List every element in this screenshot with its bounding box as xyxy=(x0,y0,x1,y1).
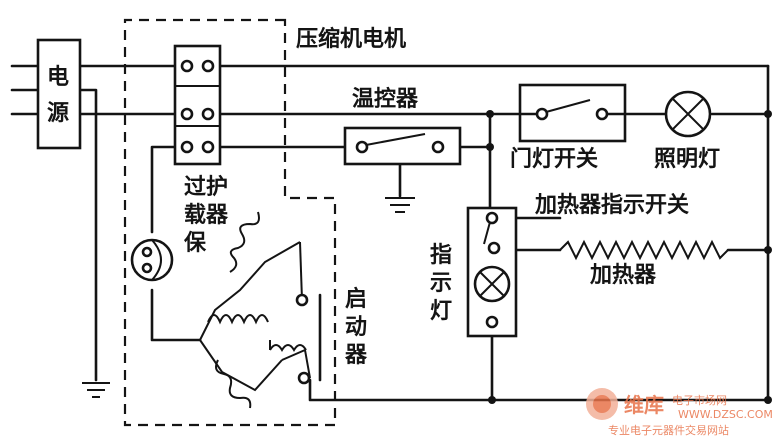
watermark-brand: 维库 xyxy=(624,393,664,417)
watermark-logo-inner xyxy=(593,395,611,413)
compressor-enclosure xyxy=(123,18,337,427)
junction-3 xyxy=(764,110,772,118)
thermostat-label: 温控器 xyxy=(352,86,419,112)
indicator-lamp-cross xyxy=(479,271,505,297)
motor-wire-b xyxy=(299,241,303,301)
starter-label-2: 动 xyxy=(345,315,367,340)
compressor-motor-label: 压缩机电机 xyxy=(296,26,406,52)
protector-dot-1 xyxy=(141,246,153,258)
indicator-label-3: 灯 xyxy=(430,299,452,324)
motor-wire-a xyxy=(199,241,301,341)
starter-label-3: 器 xyxy=(344,343,368,368)
starter-contact-top xyxy=(295,293,309,307)
indicator-switch-blade xyxy=(483,221,491,245)
protector-lead xyxy=(150,145,177,234)
junction-1 xyxy=(486,110,494,118)
lighting-lamp-label: 照明灯 xyxy=(654,147,720,172)
protector-down xyxy=(150,288,202,342)
overload-protector-icon xyxy=(130,238,174,282)
watermark-site: 电子市场网 xyxy=(672,393,727,407)
power-label-2: 源 xyxy=(47,101,69,126)
terminal-l3a xyxy=(180,140,194,154)
motor-coil-3 xyxy=(215,359,252,409)
thermostat-blade xyxy=(365,133,426,146)
starter-coil xyxy=(269,340,307,352)
thermostat-contact-2 xyxy=(431,140,445,154)
power-source-box xyxy=(36,38,82,150)
terminal-l1a xyxy=(180,59,194,73)
starter-label-1: 启 xyxy=(345,286,367,312)
starter-contact-bottom xyxy=(297,371,311,385)
watermark-slogan: 专业电子元器件交易网站 xyxy=(608,423,729,437)
terminal-l1b xyxy=(201,59,215,73)
heater-indicator-switch-label: 加热器指示开关 xyxy=(534,192,689,218)
protector-label-3: 保 xyxy=(183,231,207,256)
indicator-contact-bottom xyxy=(485,315,499,329)
door-switch-blade xyxy=(545,99,591,113)
indicator-contact-top xyxy=(485,211,499,225)
motor-coil-1 xyxy=(207,314,269,325)
motor-wire-c xyxy=(199,339,283,392)
protector-dot-2 xyxy=(141,262,153,274)
terminal-l2b xyxy=(201,107,215,121)
protector-arc xyxy=(151,239,162,281)
heater-label: 加热器 xyxy=(589,262,657,288)
door-light-switch-label: 门灯开关 xyxy=(510,146,598,172)
indicator-label-2: 示 xyxy=(430,271,452,296)
door-contact-1 xyxy=(535,107,549,121)
junction-4 xyxy=(764,246,772,254)
junction-5 xyxy=(764,396,772,404)
indicator-label-1: 指 xyxy=(430,243,452,268)
thermostat-contact-1 xyxy=(355,140,369,154)
protector-label-1: 过护 xyxy=(184,175,228,200)
protector-label-2: 载器 xyxy=(184,202,229,228)
terminal-l3b xyxy=(201,140,215,154)
watermark: 维库 电子市场网 WWW.DZSC.COM 专业电子元器件交易网站 xyxy=(586,388,773,437)
indicator-contact-mid xyxy=(487,241,501,255)
junction-2 xyxy=(486,143,494,151)
earth-lead xyxy=(78,88,98,382)
lamp-cross xyxy=(672,98,704,130)
heater-element xyxy=(559,239,729,261)
watermark-url: WWW.DZSC.COM xyxy=(678,408,773,421)
motor-coil-2 xyxy=(229,211,260,273)
junction-6 xyxy=(488,396,496,404)
power-label-1: 电 xyxy=(47,65,69,90)
terminal-l2a xyxy=(180,107,194,121)
door-contact-2 xyxy=(595,107,609,121)
